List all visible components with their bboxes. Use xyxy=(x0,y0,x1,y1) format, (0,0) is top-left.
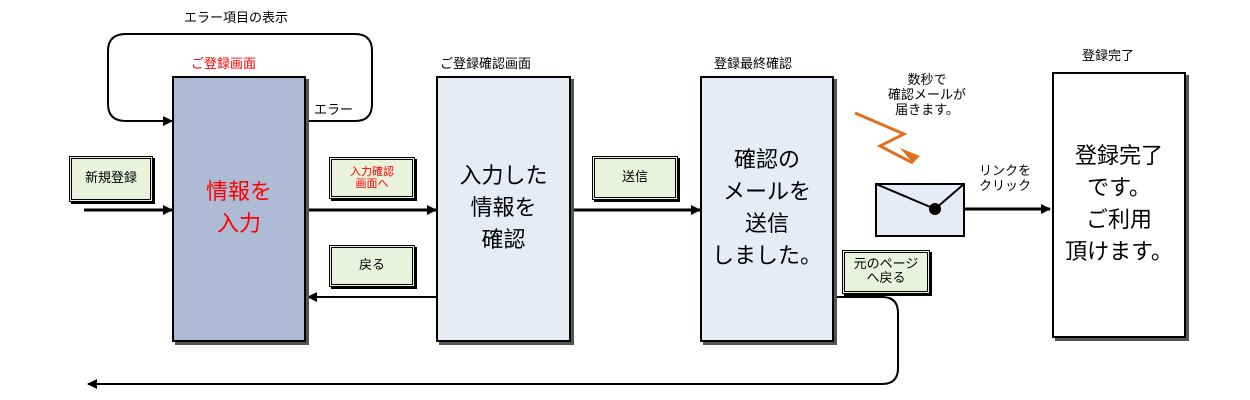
lightning-icon xyxy=(854,111,920,165)
confirm-screen: 入力した 情報を 確認 xyxy=(436,76,571,342)
return-original-arrow xyxy=(87,296,899,389)
complete-screen: 登録完了 です。 ご利用 頂けます。 xyxy=(1052,72,1186,338)
final-screen-title: 登録最終確認 xyxy=(714,57,793,72)
back-button[interactable]: 戻る xyxy=(329,245,415,287)
confirm-screen-text: 入力した 情報を 確認 xyxy=(459,164,548,253)
error-loop-arrow xyxy=(107,33,373,126)
final-screen-text: 確認の メールを 送信 しました。 xyxy=(711,148,822,269)
to-confirm-button[interactable]: 入力確認 画面へ xyxy=(329,157,415,199)
send-button[interactable]: 送信 xyxy=(592,156,678,200)
input-screen-title: ご登録画面 xyxy=(191,57,257,72)
complete-screen-text: 登録完了 です。 ご利用 頂けます。 xyxy=(1065,144,1173,265)
input-screen-text: 情報を 入力 xyxy=(205,180,272,237)
final-screen: 確認の メールを 送信 しました。 xyxy=(700,76,834,342)
new-registration-button[interactable]: 新規登録 xyxy=(69,156,153,202)
email-arrives-label: 数秒で 確認メールが 届きます。 xyxy=(887,73,966,118)
envelope-icon xyxy=(875,183,965,237)
complete-screen-title: 登録完了 xyxy=(1082,49,1135,64)
return-original-page-button[interactable]: 元のページ へ戻る xyxy=(842,250,930,294)
input-screen: 情報を 入力 xyxy=(172,76,306,342)
error-label: エラー xyxy=(314,103,354,118)
error-display-label: エラー項目の表示 xyxy=(184,11,289,26)
confirm-screen-title: ご登録確認画面 xyxy=(440,57,532,72)
click-link-label: リンクを クリック xyxy=(978,164,1031,194)
